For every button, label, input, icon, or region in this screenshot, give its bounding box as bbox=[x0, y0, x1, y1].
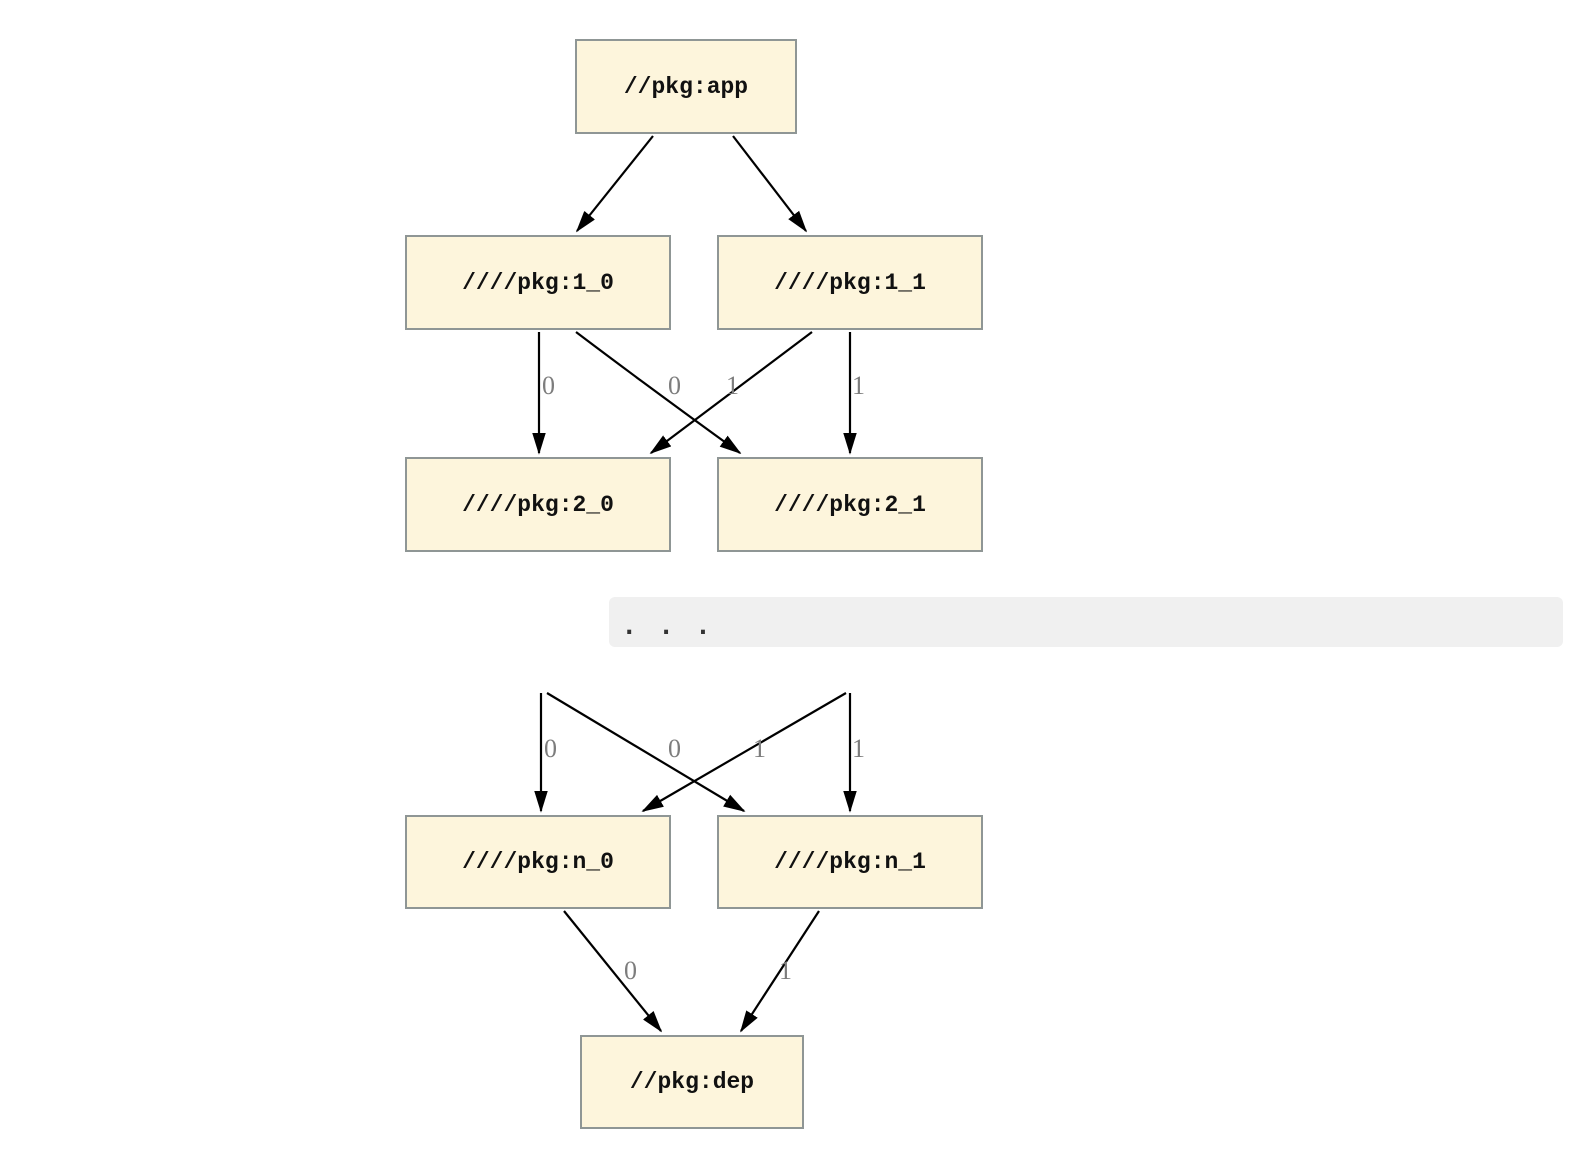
node-pkg-1-1: ////pkg:1_1 bbox=[717, 235, 983, 330]
node-pkg-n-0: ////pkg:n_0 bbox=[405, 815, 671, 909]
node-pkg-app: //pkg:app bbox=[575, 39, 797, 134]
edge-label-1-0-to-2-1: 1 bbox=[726, 371, 739, 400]
edge-prev-cross-to-n-1 bbox=[546, 692, 746, 812]
edge-label-1-0-to-2-0: 0 bbox=[542, 371, 555, 400]
edge-1-1-to-2-0 bbox=[649, 331, 813, 455]
edge-label-n-1-to-dep: 1 bbox=[779, 956, 792, 985]
edge-label-cross-to-n-0: 0 bbox=[668, 734, 681, 763]
edge-label-prev-to-n-1: 1 bbox=[852, 734, 865, 763]
edge-n-1-to-dep bbox=[740, 910, 820, 1033]
ellipsis-dots: . . . bbox=[622, 612, 715, 640]
edge-label-prev-to-n-0: 0 bbox=[544, 734, 557, 763]
edge-app-to-1-0 bbox=[575, 135, 654, 233]
edge-label-1-1-to-2-0: 0 bbox=[668, 371, 681, 400]
node-pkg-dep: //pkg:dep bbox=[580, 1035, 804, 1129]
edge-prev-cross-to-n-0 bbox=[641, 692, 847, 812]
edge-label-cross-to-n-1: 1 bbox=[753, 734, 766, 763]
edge-label-n-0-to-dep: 0 bbox=[624, 956, 637, 985]
node-pkg-n-1: ////pkg:n_1 bbox=[717, 815, 983, 909]
edge-n-0-to-dep bbox=[563, 910, 663, 1033]
edge-app-to-1-1 bbox=[732, 135, 808, 233]
edge-label-1-1-to-2-1: 1 bbox=[852, 371, 865, 400]
node-pkg-1-0: ////pkg:1_0 bbox=[405, 235, 671, 330]
node-pkg-2-1: ////pkg:2_1 bbox=[717, 457, 983, 552]
ellipsis-band: . . . bbox=[609, 597, 1563, 647]
edge-1-0-to-2-1 bbox=[575, 331, 742, 455]
node-pkg-2-0: ////pkg:2_0 bbox=[405, 457, 671, 552]
